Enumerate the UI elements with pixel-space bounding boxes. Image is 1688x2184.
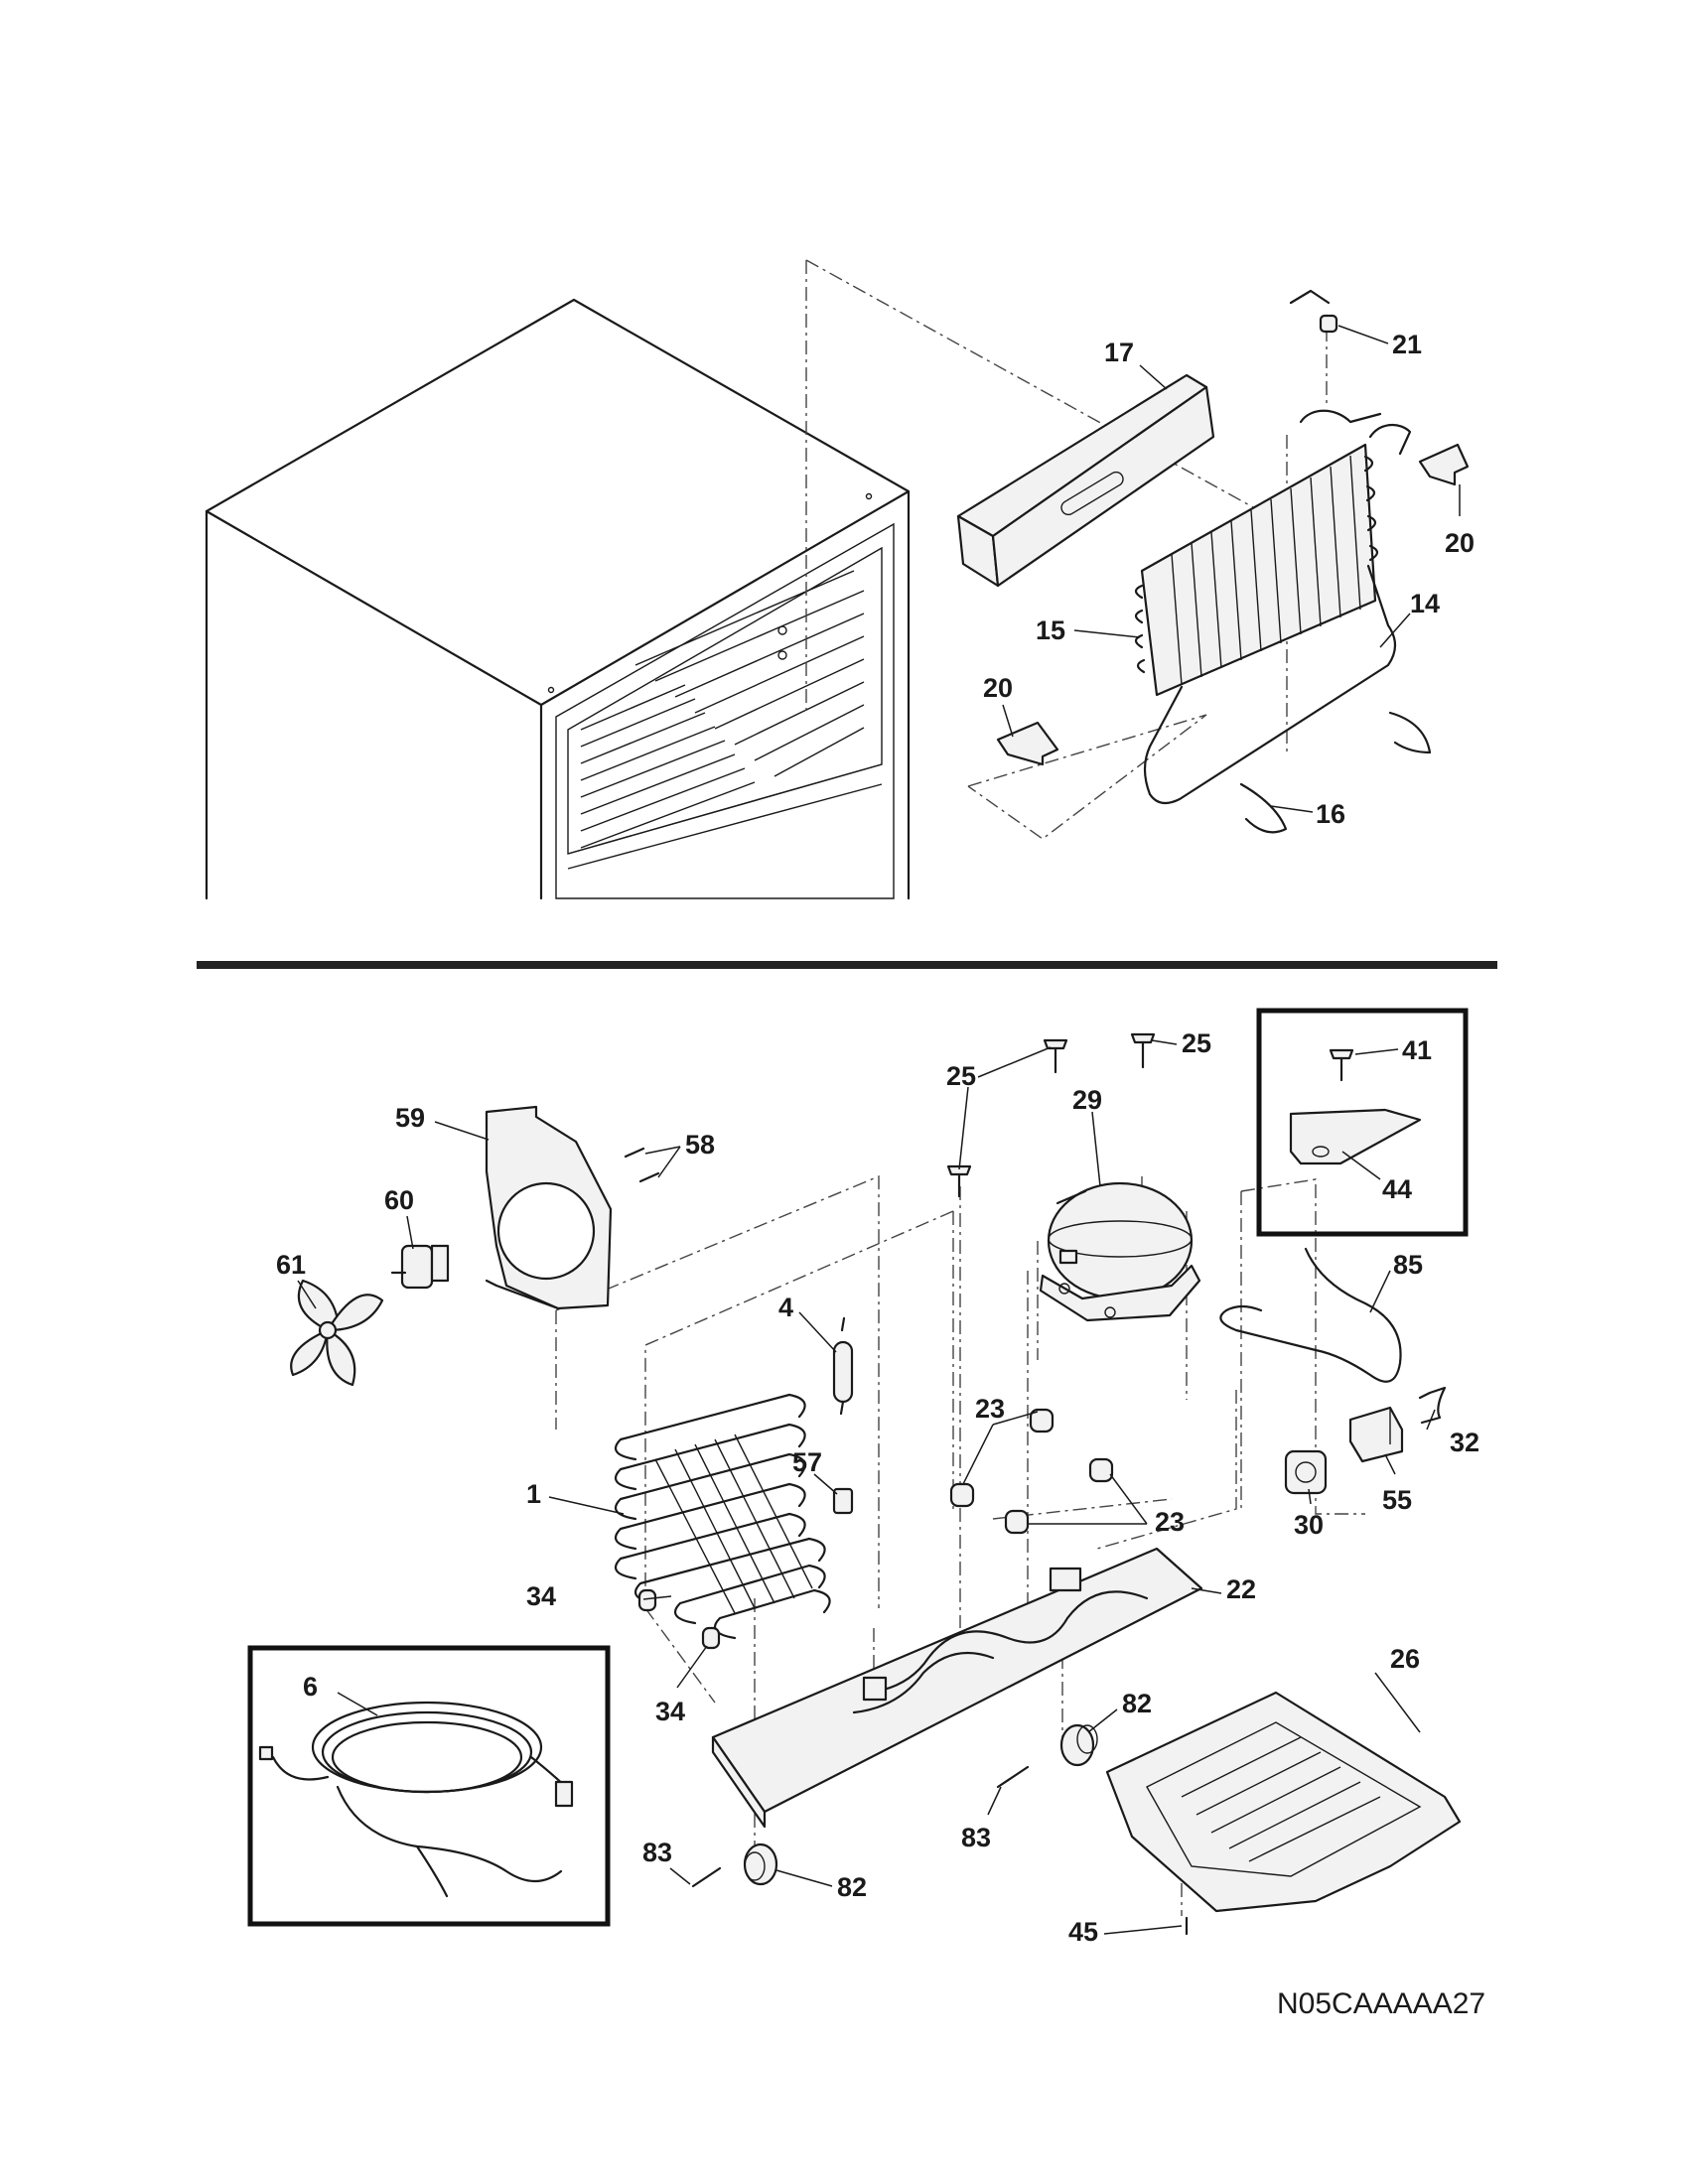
part-17-channel (956, 373, 1215, 588)
part-16-clips (1239, 711, 1432, 834)
callout-55: 55 (1382, 1485, 1412, 1515)
part-82-roller-left (743, 1843, 778, 1886)
part-1-condenser (614, 1393, 831, 1640)
callout-20-left: 20 (983, 673, 1013, 703)
callout-20-right: 20 (1445, 528, 1475, 558)
part-59-fan-shroud (485, 1105, 613, 1310)
part-60-fan-motor (390, 1244, 450, 1290)
callout-44: 44 (1382, 1174, 1412, 1204)
callout-41: 41 (1402, 1035, 1432, 1065)
callout-6: 6 (303, 1672, 318, 1702)
callout-45: 45 (1068, 1917, 1098, 1947)
cabinet-outline (205, 298, 911, 900)
callout-17: 17 (1104, 338, 1134, 367)
part-83-pin-right (996, 1765, 1030, 1789)
part-32-clip (1418, 1386, 1447, 1425)
callout-83-right: 83 (961, 1823, 991, 1852)
part-61-fan-blade (290, 1279, 384, 1387)
part-29-compressor (1039, 1181, 1201, 1322)
callout-25-right: 25 (1182, 1028, 1211, 1058)
inset-power-cord-box (247, 1645, 611, 1927)
assembly-guide-lines-upper (805, 259, 1328, 840)
callout-29: 29 (1072, 1085, 1102, 1115)
callout-16: 16 (1316, 799, 1345, 829)
callout-85: 85 (1393, 1250, 1423, 1280)
part-26-drain-pan (1105, 1691, 1462, 1913)
callout-34-upper: 34 (526, 1581, 556, 1611)
part-25-bolts (946, 1032, 1156, 1198)
section-divider (197, 961, 1497, 969)
part-85-tube (1219, 1247, 1402, 1383)
part-15-evaporator (1134, 409, 1412, 697)
callout-22: 22 (1226, 1574, 1256, 1604)
callout-25-left: 25 (946, 1061, 976, 1091)
part-34-grommet-lower (701, 1626, 721, 1650)
part-4-drier (832, 1316, 854, 1416)
part-34-grommet-upper (637, 1588, 657, 1612)
part-30-overload (1284, 1449, 1328, 1495)
part-58-screws (624, 1147, 660, 1183)
part-22-base-plate (711, 1547, 1203, 1829)
callout-23-lower: 23 (1155, 1507, 1185, 1537)
part-55-relay (1348, 1406, 1404, 1463)
callout-21: 21 (1392, 330, 1422, 359)
part-57-clip (832, 1487, 854, 1515)
callout-14: 14 (1410, 589, 1440, 618)
callout-83-left: 83 (642, 1838, 672, 1867)
part-21-fitting (1289, 289, 1338, 334)
callout-82-right: 82 (1122, 1689, 1152, 1718)
part-23-grommets (949, 1408, 1114, 1535)
part-20-bracket-left (996, 721, 1059, 766)
callout-34-lower: 34 (655, 1697, 685, 1726)
callout-61: 61 (276, 1250, 306, 1280)
callout-32: 32 (1450, 1428, 1479, 1457)
callout-57: 57 (792, 1447, 822, 1477)
callout-labels: 21 17 20 14 15 20 16 25 25 29 41 44 85 5… (276, 330, 1485, 2020)
callout-4: 4 (778, 1293, 793, 1322)
figure-code: N05CAAAAA27 (1277, 1987, 1485, 2020)
callout-82-left: 82 (837, 1872, 867, 1902)
part-82-roller-right (1059, 1723, 1098, 1767)
callout-15: 15 (1036, 615, 1065, 645)
callout-23-upper: 23 (975, 1394, 1005, 1424)
part-20-bracket-right (1418, 443, 1470, 486)
callout-59: 59 (395, 1103, 425, 1133)
part-83-pin-left (691, 1866, 722, 1888)
callout-60: 60 (384, 1185, 414, 1215)
leader-lines (297, 325, 1461, 1935)
part-14-heater-loop (1143, 564, 1397, 805)
callout-1: 1 (526, 1479, 541, 1509)
inset-bracket-box (1256, 1008, 1469, 1237)
callout-30: 30 (1294, 1510, 1324, 1540)
callout-58: 58 (685, 1130, 715, 1160)
callout-26: 26 (1390, 1644, 1420, 1674)
